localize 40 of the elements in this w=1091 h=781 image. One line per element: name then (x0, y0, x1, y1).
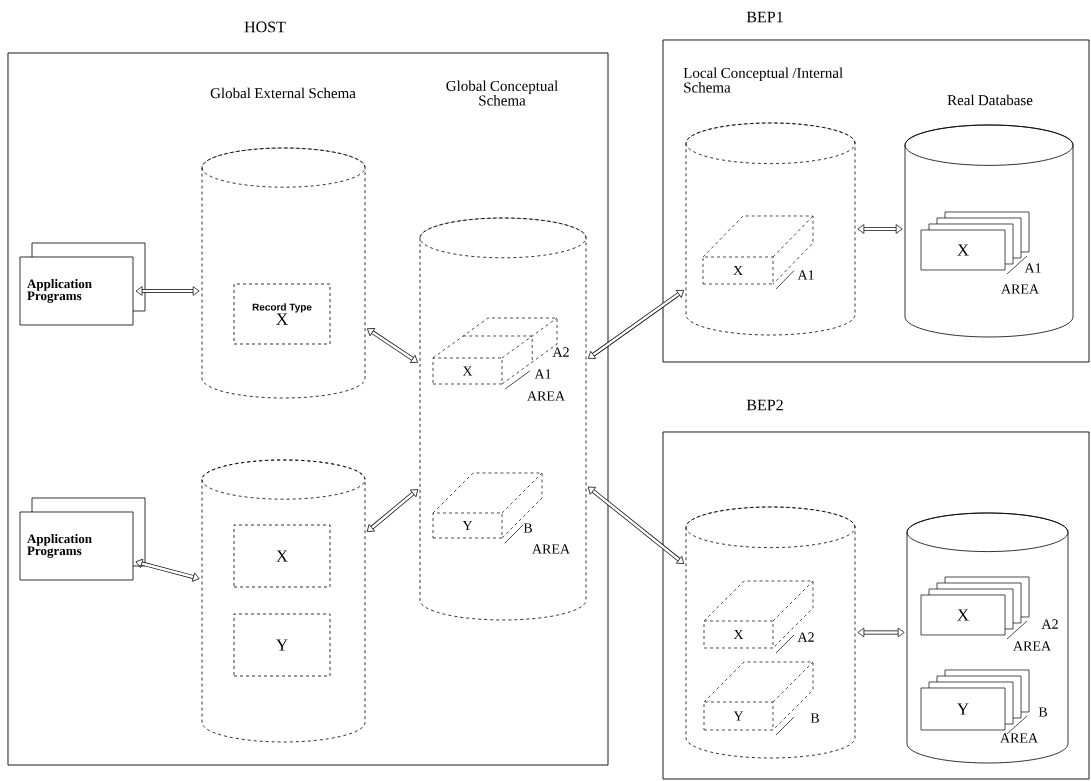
column-heading: Global Conceptual Schema (446, 80, 558, 106)
double-arrow (135, 286, 200, 296)
double-arrow (366, 489, 419, 532)
document-stack: Application Programs (19, 497, 146, 581)
double-arrow (857, 627, 905, 638)
cylinder (685, 506, 856, 759)
node-label: B (523, 523, 532, 533)
double-arrow (588, 290, 685, 359)
record-block: Y B (432, 472, 543, 544)
record-box: Y (233, 613, 331, 677)
cylinder (685, 122, 856, 336)
area-label: AREA (1001, 284, 1039, 294)
area-label: AREA (1000, 733, 1038, 743)
box-heading: BEP2 (746, 399, 783, 411)
area-label: A2 (552, 347, 569, 357)
column-heading: Local Conceptual /Internal Schema (683, 67, 843, 93)
cylinder (419, 217, 587, 621)
double-arrow (367, 328, 418, 363)
column-heading: Real Database (947, 94, 1033, 106)
area-label: A2 (1041, 619, 1058, 629)
column-heading: Global External Schema (210, 87, 356, 99)
area-label: AREA (527, 391, 565, 401)
area-label: AREA (532, 544, 570, 554)
double-arrow (857, 224, 903, 234)
double-arrow (135, 558, 200, 582)
node-label: A2 (797, 632, 814, 642)
double-arrow (587, 486, 685, 564)
record-block: X A2 (703, 580, 814, 654)
cylinder (201, 459, 366, 743)
document-stack: Application Programs (19, 242, 146, 326)
node-label: A1 (797, 270, 814, 280)
area-label: B (1038, 707, 1047, 717)
box-heading: BEP1 (746, 11, 783, 23)
node-label: A1 (534, 369, 551, 379)
cylinder (201, 147, 366, 399)
area-label: AREA (1013, 641, 1051, 651)
page-stack: X (920, 576, 1030, 640)
record-box: X (233, 524, 331, 588)
record-box: Record Type X (233, 283, 331, 345)
box-heading: HOST (244, 21, 286, 33)
